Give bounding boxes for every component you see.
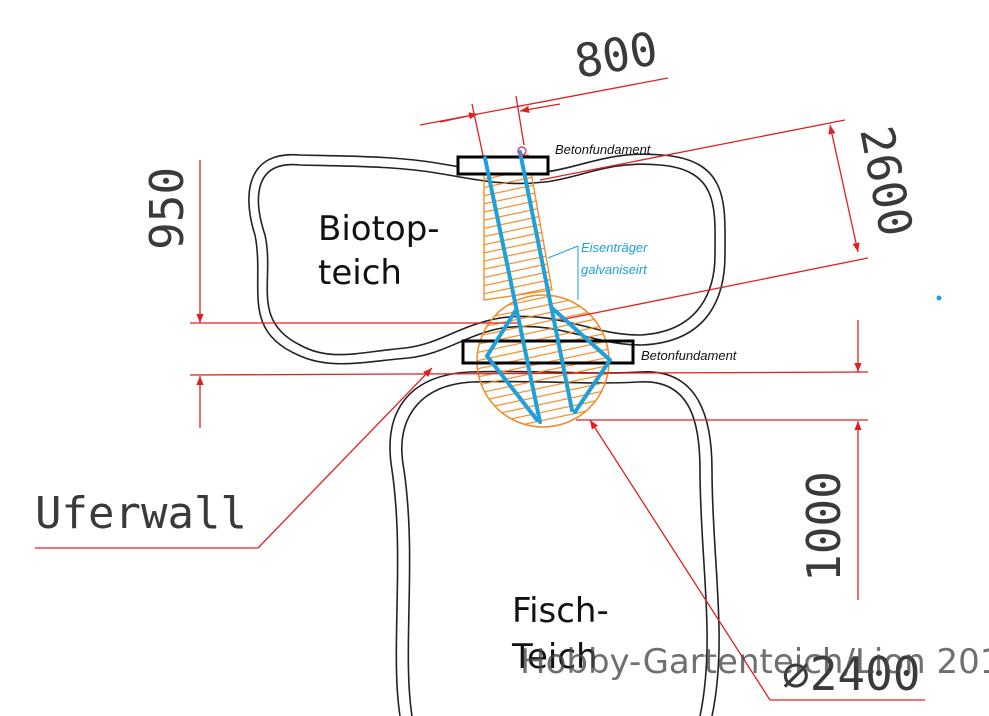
biotop-label-line1: Biotop- [318, 209, 440, 249]
beam-label-line2: galvaniseirt [581, 262, 648, 277]
dimension-2600: 2600 [849, 122, 923, 241]
uferwall-label: Uferwall [35, 488, 247, 539]
stray-dot [936, 295, 942, 301]
beam-label-line1: Eisenträger [581, 240, 648, 255]
dimension-diameter-2400: ⌀2400 [782, 647, 920, 701]
beam-note-leader [547, 245, 579, 300]
middle-foundation [461, 339, 635, 365]
dimension-950: 950 [140, 167, 194, 250]
foundation-label-top: Betonfundament [555, 142, 652, 157]
foundation-label-middle: Betonfundament [641, 348, 738, 363]
fisch-label-line1: Fisch- [512, 591, 609, 631]
hatched-bridge-zone [476, 154, 610, 428]
dimension-800: 800 [571, 21, 662, 89]
watermark: Hobby-Gartenteich/Lion 2017 [520, 642, 989, 682]
top-foundation [456, 155, 550, 176]
iron-beams [483, 150, 612, 424]
beam-end-marker [517, 146, 527, 156]
fisch-label-line2: Teich [511, 637, 598, 677]
biotop-label-line2: teich [318, 253, 402, 293]
dimension-1000: 1000 [797, 471, 851, 582]
